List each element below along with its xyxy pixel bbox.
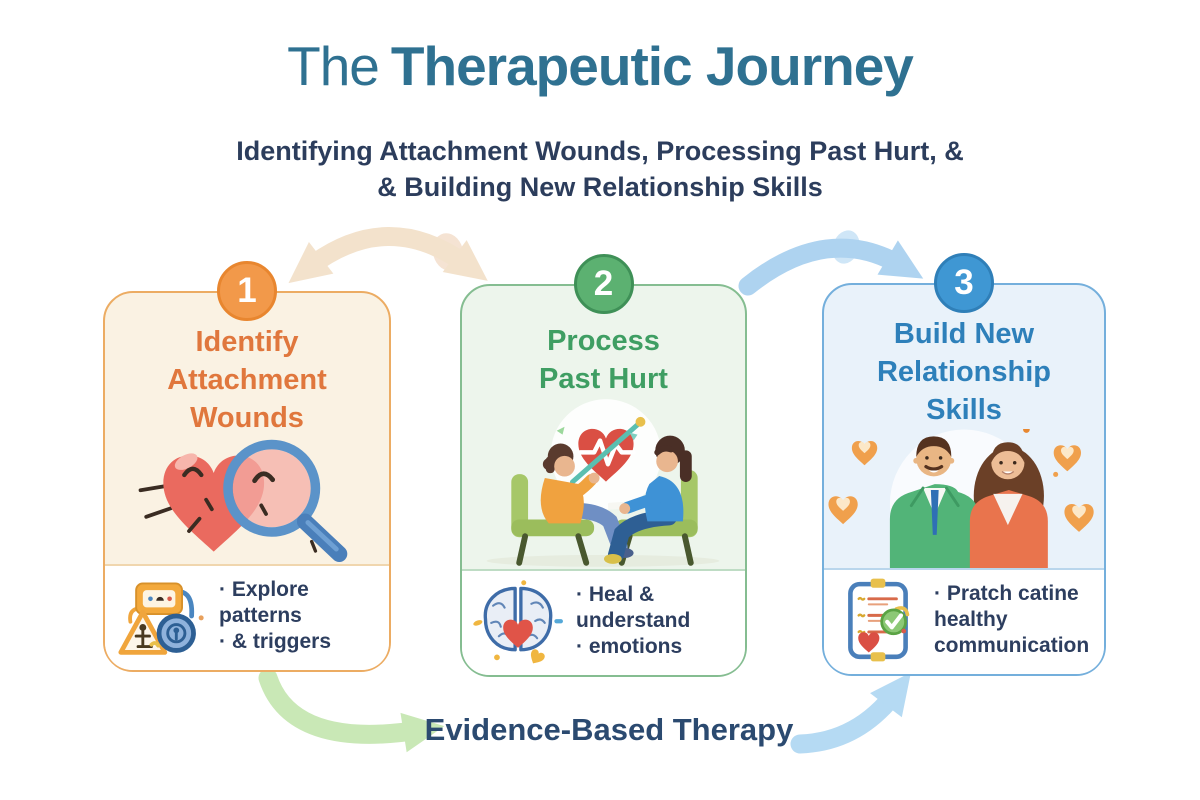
cracked-heart-magnifier-icon — [138, 439, 348, 562]
checklist-check-icon — [848, 578, 910, 662]
bullet-line: healthy — [934, 608, 1008, 631]
brain-heart-icon — [473, 580, 563, 664]
bullet-line: · emotions — [576, 635, 683, 658]
warning-device-lock-icon — [118, 582, 204, 655]
therapy-session-icon — [486, 399, 720, 567]
step-2-bullets: · Heal & understand · emotions — [570, 582, 690, 660]
step-1-detail-row: · Explore patterns · & triggers — [105, 564, 389, 670]
step-3-title: Build New Relationship Skills — [876, 318, 1051, 426]
subtitle-line-2: & Building New Relationship Skills — [377, 172, 823, 202]
bullet-line: communication — [934, 634, 1090, 657]
subtitle-line-1: Identifying Attachment Wounds, Processin… — [236, 136, 964, 166]
step-card-1-identify-attachment-wounds: 1 Identify Attachment Wounds — [103, 261, 391, 672]
arrow-step2-step3-icon — [738, 238, 924, 296]
step-1-title: Identify Attachment Wounds — [167, 326, 327, 434]
step-card-2-process-past-hurt: 2 Process Past Hurt — [460, 254, 747, 677]
step-2-illustration — [462, 398, 745, 569]
beige-blob-decoration — [432, 233, 464, 271]
page-title-prefix: The — [287, 35, 380, 97]
bullet-line: · Heal & — [576, 583, 655, 606]
step-3-number-badge: 3 — [934, 253, 994, 313]
step-2-title: Process Past Hurt — [539, 325, 668, 395]
footer-label: Evidence-Based Therapy — [424, 712, 794, 747]
double-arrow-step1-step2-icon — [288, 227, 488, 284]
step-1-number-badge: 1 — [217, 261, 277, 321]
bullet-line: understand — [576, 609, 691, 632]
bullet-line: patterns — [219, 604, 302, 627]
step-1-bullets: · Explore patterns · & triggers — [213, 577, 331, 655]
step-3-illustration — [824, 429, 1104, 568]
bullet-line: · Explore — [219, 578, 309, 601]
step-card-3-build-new-relationship-skills: 3 Build New Relationship Skills — [822, 253, 1106, 676]
step-3-bullets: · Pratch catine healthy communication — [928, 581, 1089, 659]
step-1-illustration — [105, 437, 389, 564]
step-3-detail-row: · Pratch catine healthy communication — [824, 568, 1104, 674]
step-2-detail-row: · Heal & understand · emotions — [462, 569, 745, 675]
page-title-main: Therapeutic Journey — [390, 35, 914, 97]
page-subtitle: Identifying Attachment Wounds, Processin… — [0, 133, 1200, 205]
blue-blob-decoration — [832, 230, 860, 264]
bullet-line: · & triggers — [219, 630, 332, 653]
bullet-line: · Pratch catine — [934, 582, 1079, 605]
couple-hearts-icon — [828, 429, 1094, 568]
step-2-number-badge: 2 — [573, 254, 634, 314]
